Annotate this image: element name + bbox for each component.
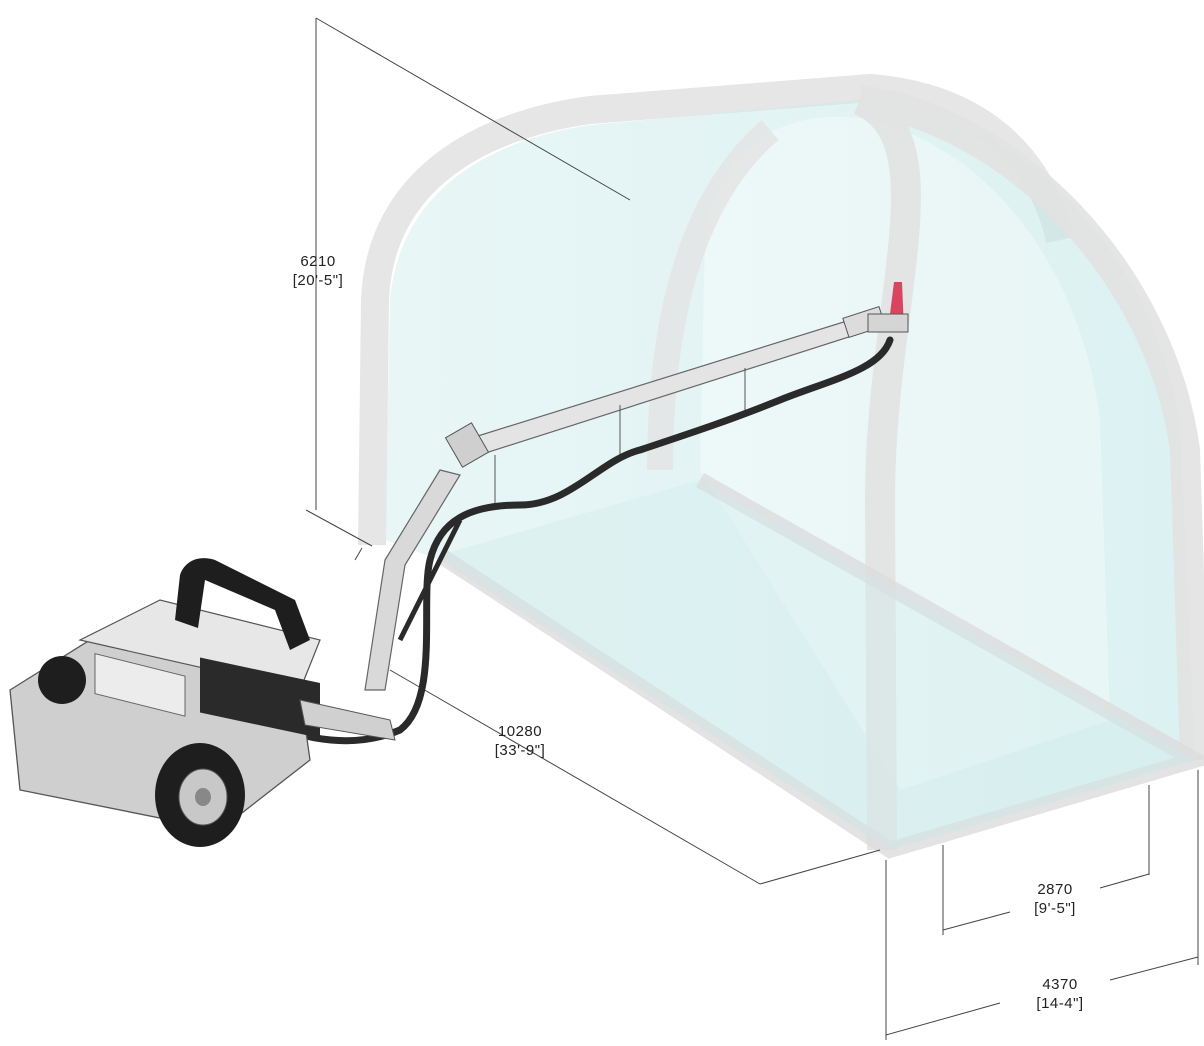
dimension-height-metric: 6210 (300, 253, 336, 270)
tunnel-front-arch (853, 85, 1204, 851)
dimension-reach-label: 10280 [33'-9"] (465, 722, 575, 760)
dimension-reach-imperial: [33'-9"] (494, 742, 546, 759)
dimension-inner-width-imperial: [9'-5"] (1034, 900, 1076, 917)
tunnel-body (385, 100, 1195, 850)
machine-outrigger (299, 699, 396, 741)
boom-joint (444, 422, 490, 468)
dimension-inner-width-metric: 2870 (1037, 881, 1073, 898)
machine-cab-frame (175, 558, 310, 650)
dimension-height-label: 6210 [20'-5"] (268, 252, 368, 290)
dimension-lines (305, 17, 1199, 1040)
tunnel (358, 74, 1204, 859)
machine-wheel (155, 743, 245, 847)
dimension-height-imperial: [20'-5"] (292, 272, 344, 289)
tunnel-rib (647, 120, 779, 471)
machine-hopper (94, 653, 186, 717)
tunnel-inner-opening (700, 116, 1110, 790)
dimension-inner-width-label: 2870 [9'-5"] (1010, 880, 1100, 918)
tunnel-floor (440, 480, 1195, 850)
dimension-outer-width-label: 4370 [14-4"] (1010, 975, 1110, 1013)
dimension-reach-metric: 10280 (497, 723, 543, 740)
spray-nozzle (867, 282, 909, 333)
hydraulic-line (397, 518, 463, 642)
machine-motor (38, 656, 86, 704)
boom-arm (364, 305, 886, 691)
dimension-outer-width-metric: 4370 (1042, 976, 1078, 993)
shotcrete-machine (9, 558, 396, 831)
tunnel-floor-edge (435, 473, 1204, 859)
boom-lower-section (364, 469, 461, 691)
dimension-outer-width-imperial: [14-4"] (1036, 995, 1084, 1012)
machine-control-panel (200, 657, 320, 739)
